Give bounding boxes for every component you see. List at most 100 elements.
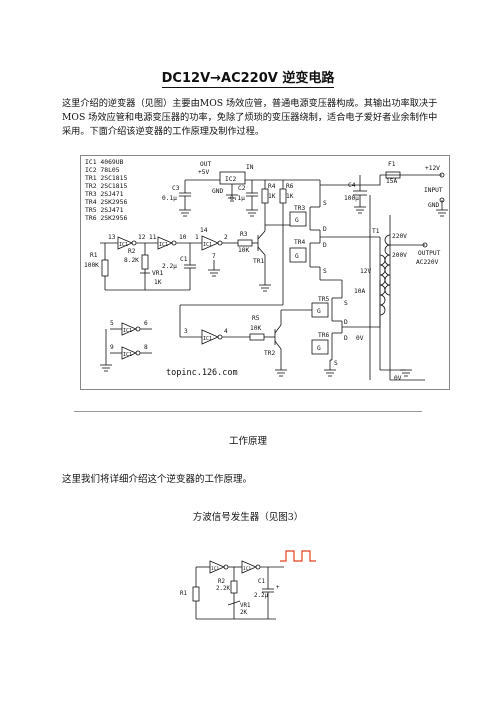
section-paragraph: 这里我们将详细介绍这个逆变器的工作原理。	[62, 474, 253, 485]
divider	[74, 411, 422, 412]
svg-text:3: 3	[184, 328, 188, 335]
svg-text:TR2 2SC1815: TR2 2SC1815	[85, 182, 127, 190]
svg-text:INPUT: INPUT	[424, 187, 443, 194]
svg-text:11: 11	[149, 234, 157, 241]
svg-text:10K: 10K	[238, 247, 249, 254]
square-wave-generator-schematic: R1 R2 2.2K VR1 2K C1 2.2μ + IC1 IC1	[180, 550, 316, 620]
svg-text:10K: 10K	[250, 325, 261, 332]
svg-text:TR4: TR4	[294, 239, 305, 246]
svg-text:G: G	[295, 217, 299, 224]
svg-text:0.1μ: 0.1μ	[162, 195, 177, 202]
svg-text:R2: R2	[128, 248, 136, 255]
svg-text:IC1: IC1	[243, 566, 251, 572]
svg-text:R2: R2	[218, 579, 225, 585]
svg-text:IC1 4069UB: IC1 4069UB	[85, 158, 124, 166]
svg-text:C3: C3	[172, 185, 180, 192]
svg-text:1K: 1K	[154, 279, 162, 286]
svg-text:100μ: 100μ	[344, 195, 359, 202]
svg-text:GND: GND	[212, 188, 223, 195]
svg-text:TR5: TR5	[318, 296, 329, 303]
svg-text:T1: T1	[372, 228, 380, 235]
svg-text:R6: R6	[286, 183, 294, 190]
svg-text:S: S	[344, 300, 348, 307]
svg-text:8.2K: 8.2K	[124, 257, 139, 264]
svg-text:G: G	[295, 253, 299, 260]
svg-text:S: S	[323, 268, 327, 275]
svg-text:12V: 12V	[360, 268, 371, 275]
svg-text:C2: C2	[238, 185, 246, 192]
svg-text:TR5 2SJ471: TR5 2SJ471	[85, 206, 124, 214]
svg-text:100K: 100K	[84, 262, 99, 269]
svg-text:VR1: VR1	[152, 270, 163, 277]
svg-text:IC1: IC1	[211, 566, 219, 572]
svg-text:+12V: +12V	[425, 165, 440, 172]
svg-text:2.2μ: 2.2μ	[254, 593, 268, 599]
svg-text:C1: C1	[180, 256, 188, 263]
svg-text:G: G	[317, 345, 321, 352]
svg-text:R1: R1	[180, 591, 187, 597]
svg-text:TR1 2SC1815: TR1 2SC1815	[85, 174, 127, 182]
svg-text:2.2K: 2.2K	[216, 586, 230, 592]
svg-text:IC2: IC2	[225, 176, 236, 183]
svg-text:F1: F1	[388, 161, 396, 168]
svg-text:IC1: IC1	[123, 352, 132, 358]
svg-text:IC1: IC1	[123, 328, 132, 334]
svg-text:TR3 2SJ471: TR3 2SJ471	[85, 190, 124, 198]
svg-text:VR1: VR1	[240, 603, 251, 609]
svg-text:TR1: TR1	[253, 258, 264, 265]
svg-text:R4: R4	[268, 183, 276, 190]
svg-text:12: 12	[138, 234, 146, 241]
svg-text:IN: IN	[246, 164, 254, 171]
svg-text:+: +	[276, 585, 280, 591]
svg-text:D: D	[323, 242, 327, 249]
svg-text:TR6 2SK2956: TR6 2SK2956	[85, 214, 127, 222]
svg-text:C1: C1	[258, 579, 265, 585]
svg-text:GND: GND	[428, 202, 439, 209]
svg-text:0.1μ: 0.1μ	[230, 195, 245, 202]
section-heading: 工作原理	[228, 436, 267, 447]
svg-text:2: 2	[224, 234, 228, 241]
svg-text:TR6: TR6	[318, 332, 329, 339]
svg-text:8: 8	[144, 344, 148, 351]
svg-text:1K: 1K	[286, 193, 294, 200]
svg-text:TR3: TR3	[294, 205, 305, 212]
svg-text:OUT: OUT	[200, 161, 211, 168]
svg-text:IC2 78L05: IC2 78L05	[85, 166, 120, 174]
svg-text:S: S	[323, 200, 327, 207]
svg-text:1: 1	[195, 234, 199, 241]
svg-text:5: 5	[110, 320, 114, 327]
svg-text:9: 9	[110, 344, 114, 351]
svg-text:2K: 2K	[240, 610, 247, 616]
svg-text:OUTPUT: OUTPUT	[418, 250, 441, 257]
svg-text:TR2: TR2	[264, 350, 275, 357]
svg-text:AC220V: AC220V	[416, 259, 439, 266]
svg-text:15A: 15A	[386, 178, 397, 185]
svg-text:14: 14	[200, 227, 208, 234]
intro-paragraph: 这里介绍的逆变器（见图）主要由MOS 场效应管，普通电源变压器构成。其输出功率取…	[62, 98, 438, 137]
svg-text:S: S	[334, 360, 338, 367]
svg-text:R5: R5	[252, 315, 260, 322]
svg-text:D: D	[344, 335, 348, 342]
svg-text:D: D	[323, 226, 327, 233]
svg-text:+5V: +5V	[198, 169, 209, 176]
svg-text:6: 6	[144, 320, 148, 327]
svg-text:IC1: IC1	[119, 242, 128, 248]
svg-text:1K: 1K	[268, 193, 276, 200]
svg-text:IC1: IC1	[159, 242, 168, 248]
svg-text:0V: 0V	[394, 375, 402, 382]
svg-text:13: 13	[108, 234, 116, 241]
subsection-heading: 方波信号发生器（见图3）	[192, 512, 304, 523]
svg-text:0V: 0V	[356, 335, 364, 342]
parts-list: IC1 4069UB IC2 78L05 TR1 2SC1815 TR2 2SC…	[85, 158, 127, 222]
svg-text:2.2μ: 2.2μ	[162, 263, 177, 270]
svg-text:IC1: IC1	[203, 336, 212, 342]
svg-text:7: 7	[212, 253, 216, 260]
svg-text:200V: 200V	[392, 252, 407, 259]
svg-text:IC1: IC1	[203, 242, 212, 248]
svg-text:D: D	[344, 319, 348, 326]
svg-text:R3: R3	[240, 231, 248, 238]
svg-text:R1: R1	[90, 252, 98, 259]
svg-text:220V: 220V	[392, 233, 407, 240]
svg-text:10: 10	[179, 234, 187, 241]
svg-text:C4: C4	[348, 182, 356, 189]
